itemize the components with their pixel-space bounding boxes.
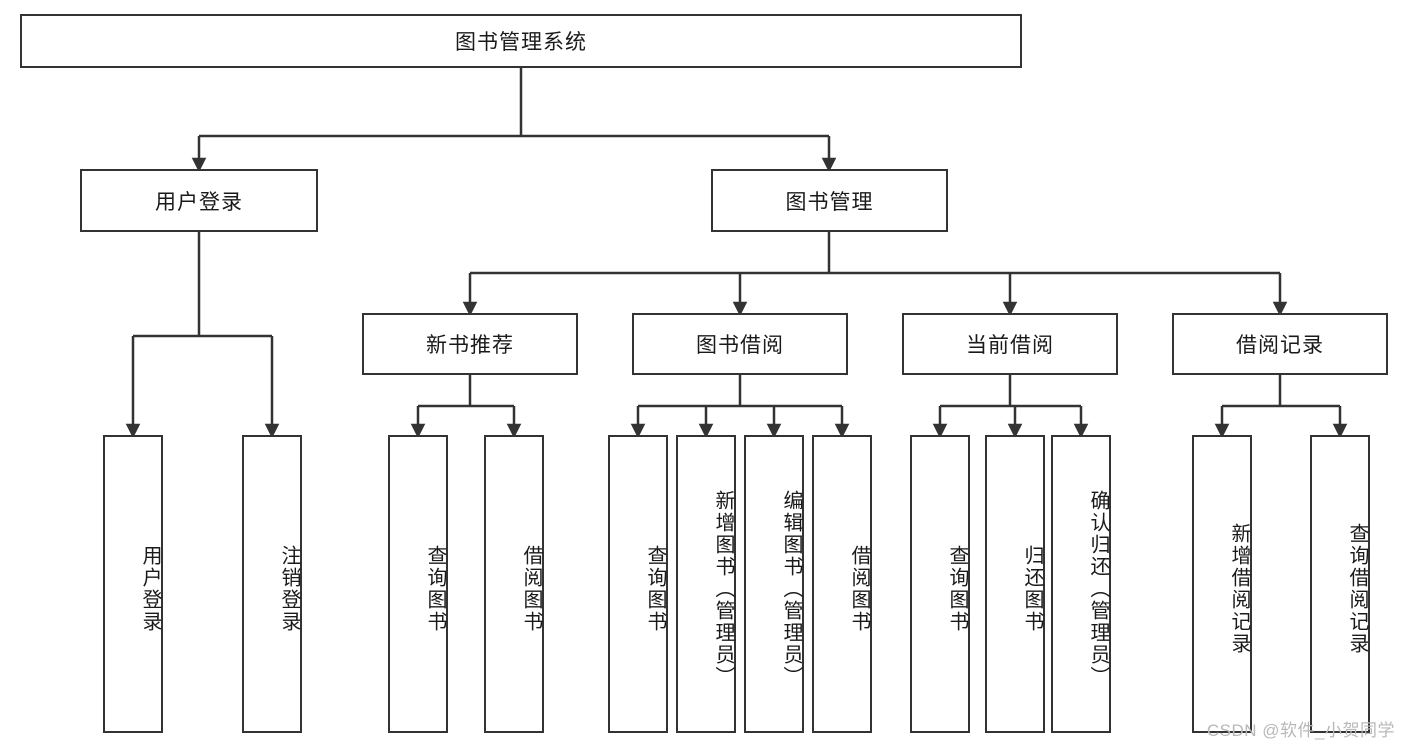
watermark-label: CSDN @软件_小贺同学	[1206, 721, 1395, 740]
node-leaf-leaf-borrow-book-1[interactable]: 借阅图书	[484, 435, 544, 733]
node-level3-current-borrow[interactable]: 当前借阅	[902, 313, 1118, 375]
node-leaf-leaf-query-book-2[interactable]: 查询图书	[608, 435, 668, 733]
node-label: 图书管理	[785, 190, 874, 214]
node-label: 新增借阅记录	[1228, 523, 1250, 655]
node-level3-book-borrow[interactable]: 图书借阅	[632, 313, 848, 375]
node-leaf-leaf-logout[interactable]: 注销登录	[242, 435, 302, 733]
node-label: 新增图书（管理员）	[712, 490, 734, 688]
node-label: 查询图书	[946, 545, 968, 633]
node-label: 编辑图书（管理员）	[780, 490, 802, 688]
node-level3-borrow-record[interactable]: 借阅记录	[1172, 313, 1388, 375]
node-label: 注销登录	[278, 545, 300, 633]
node-leaf-leaf-query-book-3[interactable]: 查询图书	[910, 435, 970, 733]
node-leaf-leaf-query-record[interactable]: 查询借阅记录	[1310, 435, 1370, 733]
node-root-root[interactable]: 图书管理系统	[20, 14, 1022, 68]
node-level3-new-book-recommend[interactable]: 新书推荐	[362, 313, 578, 375]
node-leaf-leaf-confirm-return[interactable]: 确认归还（管理员）	[1051, 435, 1111, 733]
node-leaf-leaf-add-book[interactable]: 新增图书（管理员）	[676, 435, 736, 733]
node-label: 新书推荐	[426, 334, 514, 357]
node-leaf-leaf-borrow-book-2[interactable]: 借阅图书	[812, 435, 872, 733]
node-label: 当前借阅	[966, 334, 1054, 357]
node-leaf-leaf-return-book[interactable]: 归还图书	[985, 435, 1045, 733]
node-label: 借阅图书	[520, 545, 542, 633]
node-label: 图书管理系统	[455, 31, 587, 54]
node-label: 查询图书	[424, 545, 446, 633]
node-level2-book-manage[interactable]: 图书管理	[711, 169, 948, 232]
node-label: 用户登录	[139, 545, 161, 633]
node-label: 借阅图书	[848, 545, 870, 633]
node-label: 查询图书	[644, 545, 666, 633]
node-label: 用户登录	[155, 190, 243, 214]
node-leaf-leaf-add-record[interactable]: 新增借阅记录	[1192, 435, 1252, 733]
node-leaf-leaf-query-book-1[interactable]: 查询图书	[388, 435, 448, 733]
node-level2-user-login[interactable]: 用户登录	[80, 169, 318, 232]
node-label: 查询借阅记录	[1346, 523, 1368, 655]
node-label: 图书借阅	[696, 334, 784, 357]
node-leaf-leaf-edit-book[interactable]: 编辑图书（管理员）	[744, 435, 804, 733]
node-leaf-leaf-user-login[interactable]: 用户登录	[103, 435, 163, 733]
node-label: 借阅记录	[1236, 334, 1324, 357]
node-label: 归还图书	[1021, 545, 1043, 633]
node-label: 确认归还（管理员）	[1087, 490, 1109, 688]
